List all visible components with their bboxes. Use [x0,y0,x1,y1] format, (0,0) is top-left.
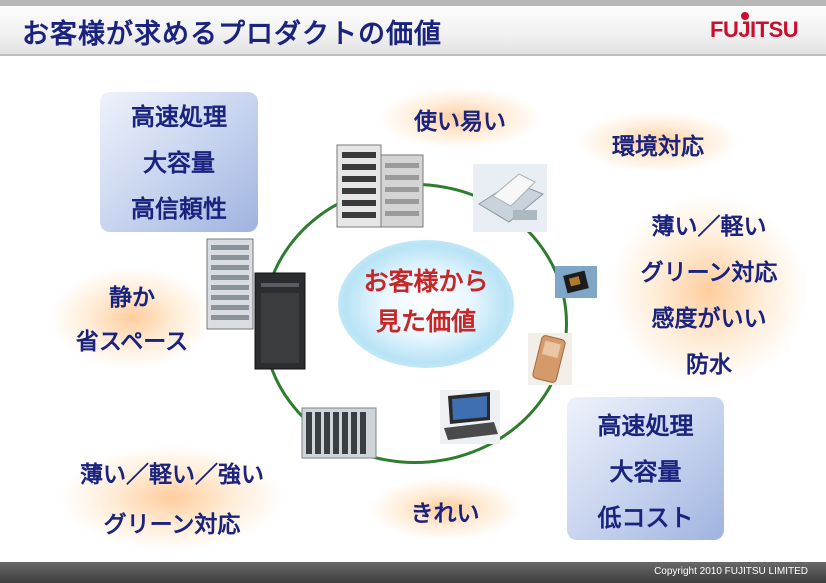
laptop-image [440,390,500,444]
scanner-image [473,164,547,232]
footer-bar: Copyright 2010 FUJITSU LIMITED [0,562,826,583]
mobile-phone-image [528,333,572,385]
value-item: きれい [410,501,480,527]
chip-image [555,266,597,298]
value-item: 静か [109,285,155,311]
value-item: 高信頼性 [131,195,227,223]
mobile-values-list: 薄い／軽い グリーン対応 感度がいい 防水 [612,196,806,386]
value-item: 高速処理 [131,103,227,131]
logo-dot [741,12,749,20]
value-item: グリーン対応 [103,512,241,538]
cost-box: 高速処理 大容量 低コスト [567,397,724,540]
value-item: 環境対応 [612,134,704,160]
value-item: 省スペース [75,329,189,355]
logo-text: FUJITSU [710,17,799,42]
value-item: 感度がいい [651,306,767,332]
fujitsu-logo: FUJITSU [708,12,812,44]
slide-title: お客様が求めるプロダクトの価値 [22,19,442,50]
tower-server-image [206,238,306,370]
quiet-space-list: 静か 省スペース [52,268,212,368]
center-highlight [338,240,514,368]
copyright-text: Copyright 2010 FUJITSU LIMITED [654,566,808,577]
value-item: グリーン対応 [640,260,778,286]
title-bar: お客様が求めるプロダクトの価値 FUJITSU [0,0,826,56]
value-item: 薄い／軽い [651,214,767,240]
value-item: 使い易い [414,109,506,135]
value-item: 大容量 [609,458,682,486]
beautiful-label: きれい [370,478,520,540]
value-item: 大容量 [143,149,215,177]
environment-label: 環境対応 [578,112,738,172]
usability-label: 使い易い [380,88,540,148]
value-item: 高速処理 [597,412,694,440]
title-accent-bar [0,0,826,6]
center-label-line-1: お客様から [363,267,489,296]
value-item: 薄い／軽い／強い [80,462,264,488]
center-label-line-2: 見た価値 [375,307,476,336]
blade-server-image [301,407,377,459]
center-label: お客様から 見た価値 [338,262,514,342]
value-item: 防水 [686,352,732,378]
server-rack-image [336,144,424,228]
value-item: 低コスト [597,504,694,532]
performance-box: 高速処理 大容量 高信頼性 [100,92,258,232]
portable-values-list: 薄い／軽い／強い グリーン対応 [62,446,282,550]
